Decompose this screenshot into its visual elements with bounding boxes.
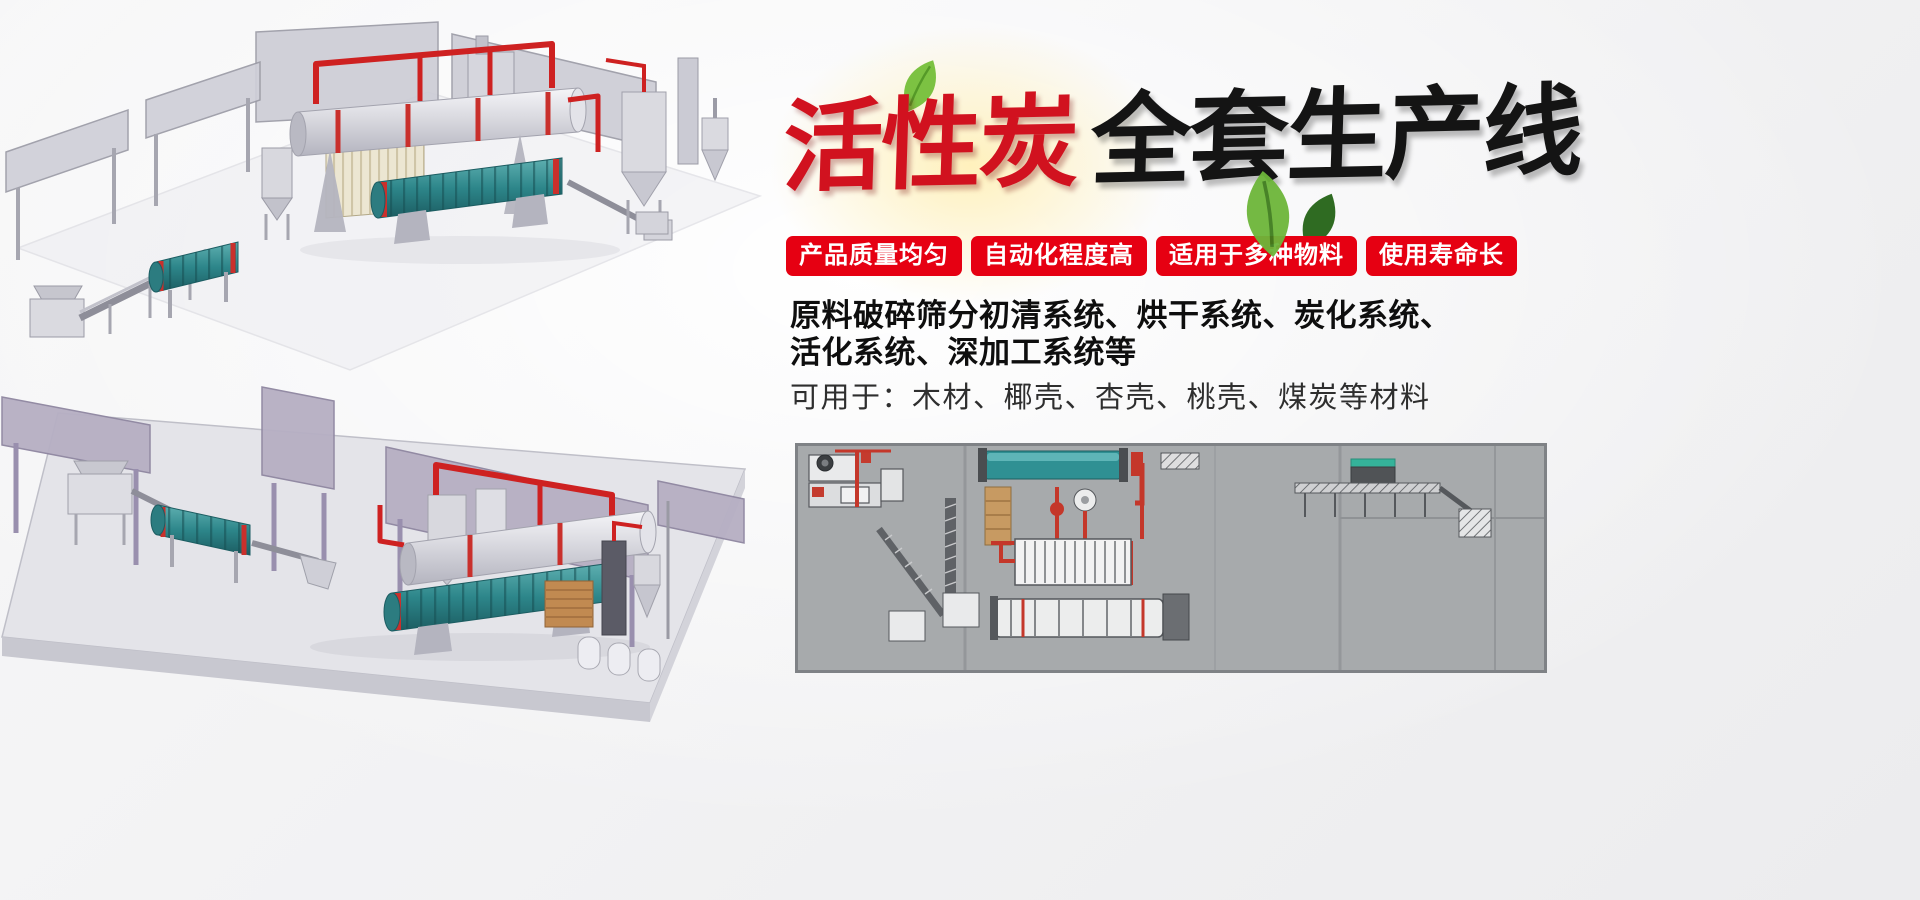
silo-with-cone [261, 147, 293, 240]
banner-title: 活性炭全套生产线 [781, 71, 1583, 207]
systems-description: 原料破碎筛分初清系统、烘干系统、炭化系统、 活化系统、深加工系统等 [790, 297, 1452, 371]
crusher-station [808, 449, 904, 508]
red-piping [313, 41, 601, 152]
feature-badges: 产品质量均匀 自动化程度高 适用于多种物料 使用寿命长 [786, 236, 1517, 276]
plant-layout-diagram [795, 443, 1547, 673]
bucket-elevator [944, 498, 957, 595]
production-line-render-top [5, 21, 763, 371]
packing-line [1294, 458, 1492, 538]
left-canopy-panels [5, 60, 261, 194]
canopy-posts [16, 98, 250, 260]
kiln-cylinder-sideview [990, 593, 1190, 641]
green-rotary-drum [150, 504, 251, 583]
feeder-hopper [33, 285, 83, 301]
dryer-cylinder [399, 510, 657, 586]
brick-kiln-face [544, 580, 594, 628]
activation-drum [383, 562, 613, 655]
systems-description-line1: 原料破碎筛分初清系统、烘干系统、炭化系统、 [790, 298, 1452, 333]
right-tank-cluster [605, 57, 729, 235]
feeder-station [67, 460, 174, 545]
leaf-icon [904, 60, 936, 112]
leaf-icon [1246, 171, 1290, 257]
feature-badge-quality: 产品质量均匀 [786, 236, 962, 276]
red-piping [377, 462, 615, 548]
ground-shadow [310, 633, 650, 661]
applicable-materials: 可用于：木材、椰壳、杏壳、桃壳、煤炭等材料 [790, 382, 1431, 414]
tan-bin [984, 486, 1012, 546]
diagonal-conveyor [876, 526, 980, 642]
ground-shadow [300, 236, 620, 264]
systems-description-line2: 活化系统、深加工系统等 [790, 335, 1137, 371]
feature-badge-automation: 自动化程度高 [971, 236, 1147, 276]
title-black-text: 全套生产线 [1089, 71, 1583, 200]
right-tower-cluster [577, 501, 670, 682]
top-right-conveyor [1160, 452, 1200, 470]
feeder-box [29, 298, 85, 338]
teal-drum-topview [978, 448, 1145, 506]
transfer-conveyor [251, 540, 337, 590]
production-line-render-bottom [1, 386, 747, 722]
small-rotary-drum [148, 241, 239, 318]
finned-cooler [999, 538, 1132, 586]
title-red-text: 活性炭 [781, 82, 1079, 207]
feature-badge-lifespan: 使用寿命长 [1366, 236, 1517, 276]
leaf-dark-icon [1302, 193, 1336, 249]
carbonization-drum [370, 157, 563, 244]
feature-badge-materials: 适用于多种物料 [1156, 236, 1357, 276]
